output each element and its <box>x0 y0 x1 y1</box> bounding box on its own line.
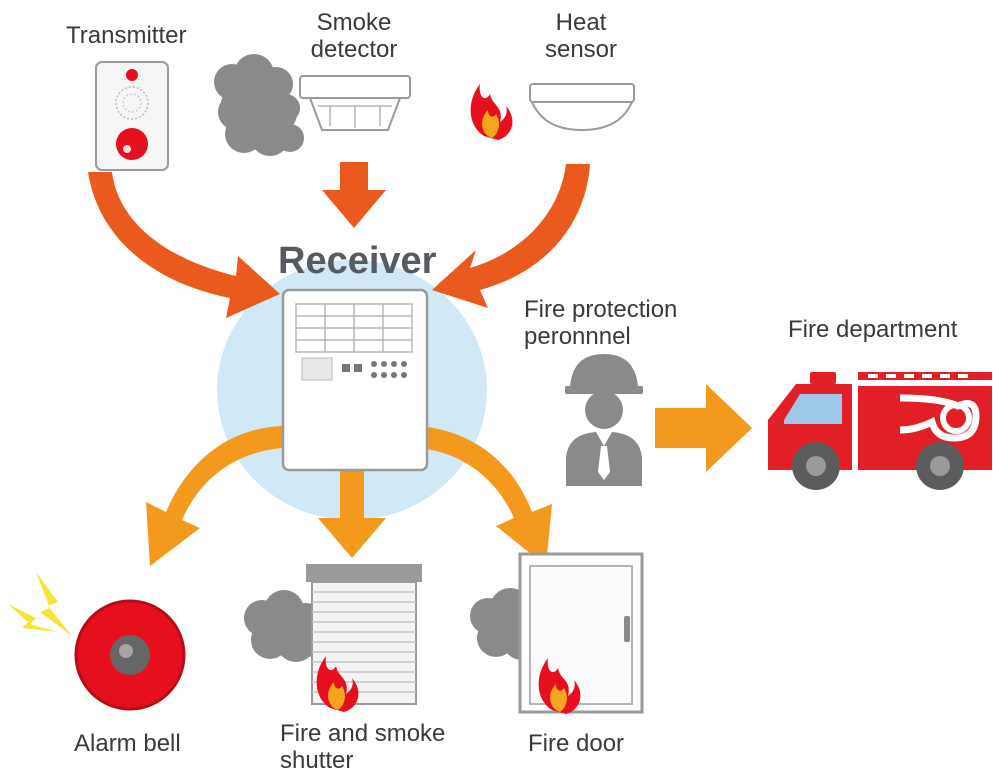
smoke-detector-arrow <box>322 162 386 228</box>
alarm-bell-icon <box>74 599 186 711</box>
heat-sensor-label: Heat sensor <box>536 9 626 63</box>
person-helmet-icon <box>565 354 643 486</box>
input-arrows <box>88 162 590 318</box>
smoke-detector-label: Smoke detector <box>304 9 404 63</box>
shutter-label: Fire and smoke shutter <box>280 720 445 774</box>
smoke-detector-icon <box>299 75 411 131</box>
alarm-bell-arrow <box>146 426 282 566</box>
smoke-icon <box>214 54 304 156</box>
heat-sensor-label-line2: sensor <box>544 36 618 63</box>
shutter-arrow <box>318 428 386 558</box>
transmitter-arrow <box>88 172 280 318</box>
shutter-label-line1: Fire and smoke <box>280 720 446 747</box>
smoke-detector-label-line1: Smoke <box>316 9 392 36</box>
shutter-label-line2: shutter <box>280 747 354 774</box>
personnel-label: Fire protection peronnnel <box>524 296 677 350</box>
fire-door-label: Fire door <box>528 730 625 757</box>
receiver-title: Receiver <box>278 240 437 282</box>
fire-door-arrow <box>418 426 552 566</box>
heat-sensor-label-line1: Heat <box>555 9 607 36</box>
flame-icon <box>470 84 513 140</box>
personnel-arrow <box>655 384 752 472</box>
personnel-label-line1: Fire protection <box>524 296 678 323</box>
fire-department-label: Fire department <box>788 316 958 343</box>
transmitter-icon <box>95 61 169 171</box>
alarm-bell-label: Alarm bell <box>74 730 181 757</box>
receiver-panel-icon <box>281 288 429 472</box>
door-icon <box>518 552 644 714</box>
transmitter-label: Transmitter <box>66 22 187 49</box>
output-arrows <box>146 384 752 566</box>
lightning-icon <box>8 572 72 636</box>
heat-sensor-icon <box>529 83 635 132</box>
smoke-detector-label-line2: detector <box>310 36 398 63</box>
heat-sensor-arrow <box>432 164 590 308</box>
personnel-label-line2: peronnnel <box>524 323 631 350</box>
fire-truck-icon <box>768 372 992 490</box>
